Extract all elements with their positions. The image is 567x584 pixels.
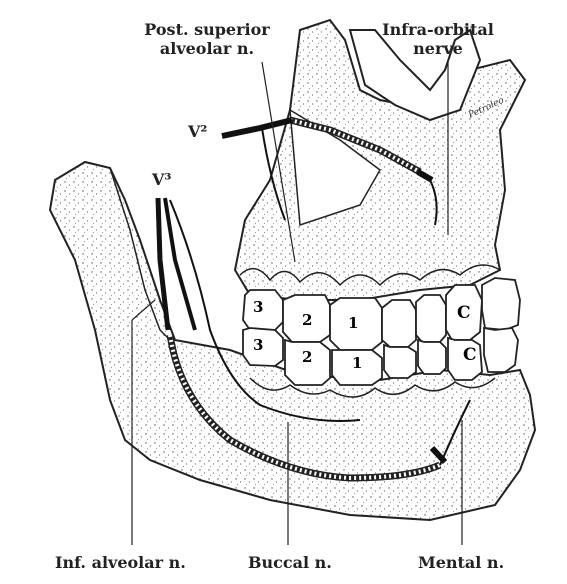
lower-tooth-c-label: C	[463, 345, 477, 365]
lower-tooth-incisors	[483, 326, 519, 373]
upper-teeth	[242, 277, 521, 351]
leader-post-superior	[261, 61, 296, 263]
buccal-label: Buccal n.	[248, 553, 332, 572]
lower-tooth-2	[284, 338, 331, 386]
lower-tooth-1	[331, 349, 383, 386]
lower-tooth-3-label: 3	[253, 336, 263, 354]
ramus-inner	[109, 167, 176, 346]
lower-gum-line	[249, 377, 496, 398]
leader-inf-alveolar-b	[131, 299, 156, 321]
post-superior-label: Post. superior alveolar n.	[132, 20, 282, 58]
upper-tooth-incisors	[481, 277, 521, 331]
v2-label: V²	[188, 122, 208, 141]
upper-tooth-1	[329, 297, 383, 351]
maxillary-sinus-window	[289, 108, 381, 227]
lower-teeth	[242, 326, 519, 386]
upper-tooth-c-label: C	[457, 303, 471, 323]
mental-exit	[429, 445, 448, 465]
lower-tooth-canine	[447, 336, 483, 381]
lower-tooth-3	[242, 327, 284, 367]
lower-tooth-2-label: 2	[302, 348, 312, 366]
lower-tooth-1-label: 1	[352, 354, 362, 372]
upper-tooth-3-label: 3	[253, 298, 263, 316]
upper-tooth-1-label: 1	[348, 314, 358, 332]
mandible-bone	[48, 160, 537, 522]
infraorbital-branch	[429, 179, 438, 226]
upper-tooth-premolar-a	[381, 299, 417, 348]
upper-tooth-canine	[445, 284, 483, 341]
lower-tooth-premolar-b	[417, 338, 447, 375]
lower-tooth-premolar-a	[383, 343, 417, 379]
infra-orbital-line2: nerve	[413, 39, 463, 58]
v3-label: V³	[152, 170, 172, 189]
v2-branch-post-sup	[261, 127, 286, 221]
inf-alveolar-label: Inf. alveolar n.	[55, 553, 186, 572]
infra-orbital-label: Infra-orbital nerve	[368, 20, 508, 58]
upper-tooth-2-label: 2	[302, 311, 312, 329]
buccal-nerve	[169, 199, 361, 422]
mental-label: Mental n.	[418, 553, 505, 572]
v3-nerve-b	[163, 197, 197, 331]
mandibular-canal-hatch	[168, 334, 441, 481]
v3-nerve-a	[155, 197, 171, 331]
post-superior-line2: alveolar n.	[159, 39, 255, 58]
infraorbital-canal-hatch	[289, 118, 421, 174]
upper-gum-line	[239, 264, 501, 287]
v2-nerve	[221, 117, 293, 139]
infra-orbital-line1: Infra-orbital	[382, 20, 494, 39]
upper-tooth-premolar-b	[415, 294, 447, 343]
post-superior-line1: Post. superior	[144, 20, 270, 39]
infraorbital-exit	[416, 169, 434, 183]
